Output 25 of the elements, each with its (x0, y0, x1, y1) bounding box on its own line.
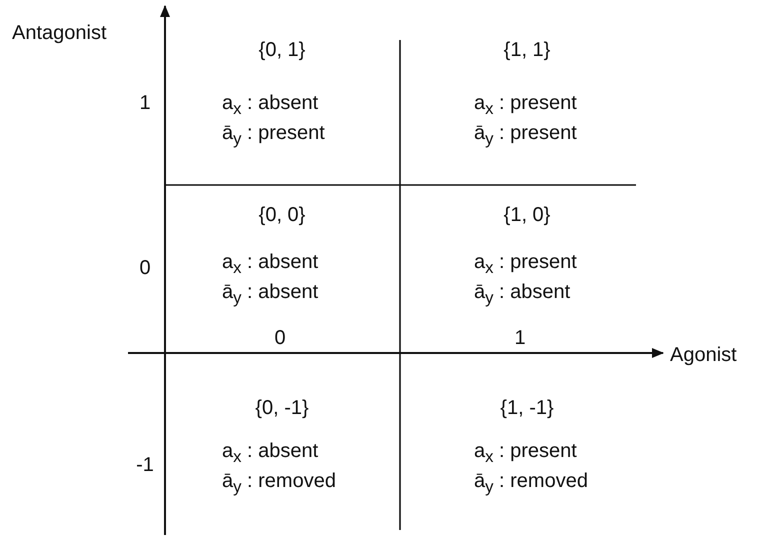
tick-label: 0 (274, 326, 286, 350)
state-set-label: {1, 1} (504, 38, 550, 62)
state-text: ā$_{y}$ : absent (222, 280, 318, 309)
state-set-label: {1, 0} (504, 203, 550, 227)
state-text: a$_{x}$ : present (474, 439, 577, 468)
state-set-label: {0, -1} (255, 396, 309, 420)
tick-label: -1 (136, 453, 154, 477)
axis-title: Antagonist (12, 21, 107, 45)
state-set-label: {0, 1} (258, 38, 306, 62)
state-text: a$_{x}$ : present (474, 250, 577, 279)
state-text: ā$_{y}$ : absent (474, 280, 570, 309)
state-set-label: {1, -1} (500, 396, 554, 420)
axis-title: Agonist (670, 343, 737, 367)
state-text: ā$_{y}$ : present (222, 121, 325, 150)
tick-label: 0 (139, 256, 151, 280)
tick-label: 1 (514, 326, 526, 350)
state-text: ā$_{y}$ : removed (222, 469, 336, 498)
state-text: ā$_{y}$ : removed (474, 469, 588, 498)
state-set-label: {0, 0} (258, 203, 306, 227)
state-text: a$_{x}$ : absent (222, 91, 318, 120)
state-text: ā$_{y}$ : present (474, 121, 577, 150)
state-text: a$_{x}$ : absent (222, 250, 318, 279)
state-text: a$_{x}$ : absent (222, 439, 318, 468)
tick-label: 1 (139, 91, 151, 115)
state-text: a$_{x}$ : present (474, 91, 577, 120)
